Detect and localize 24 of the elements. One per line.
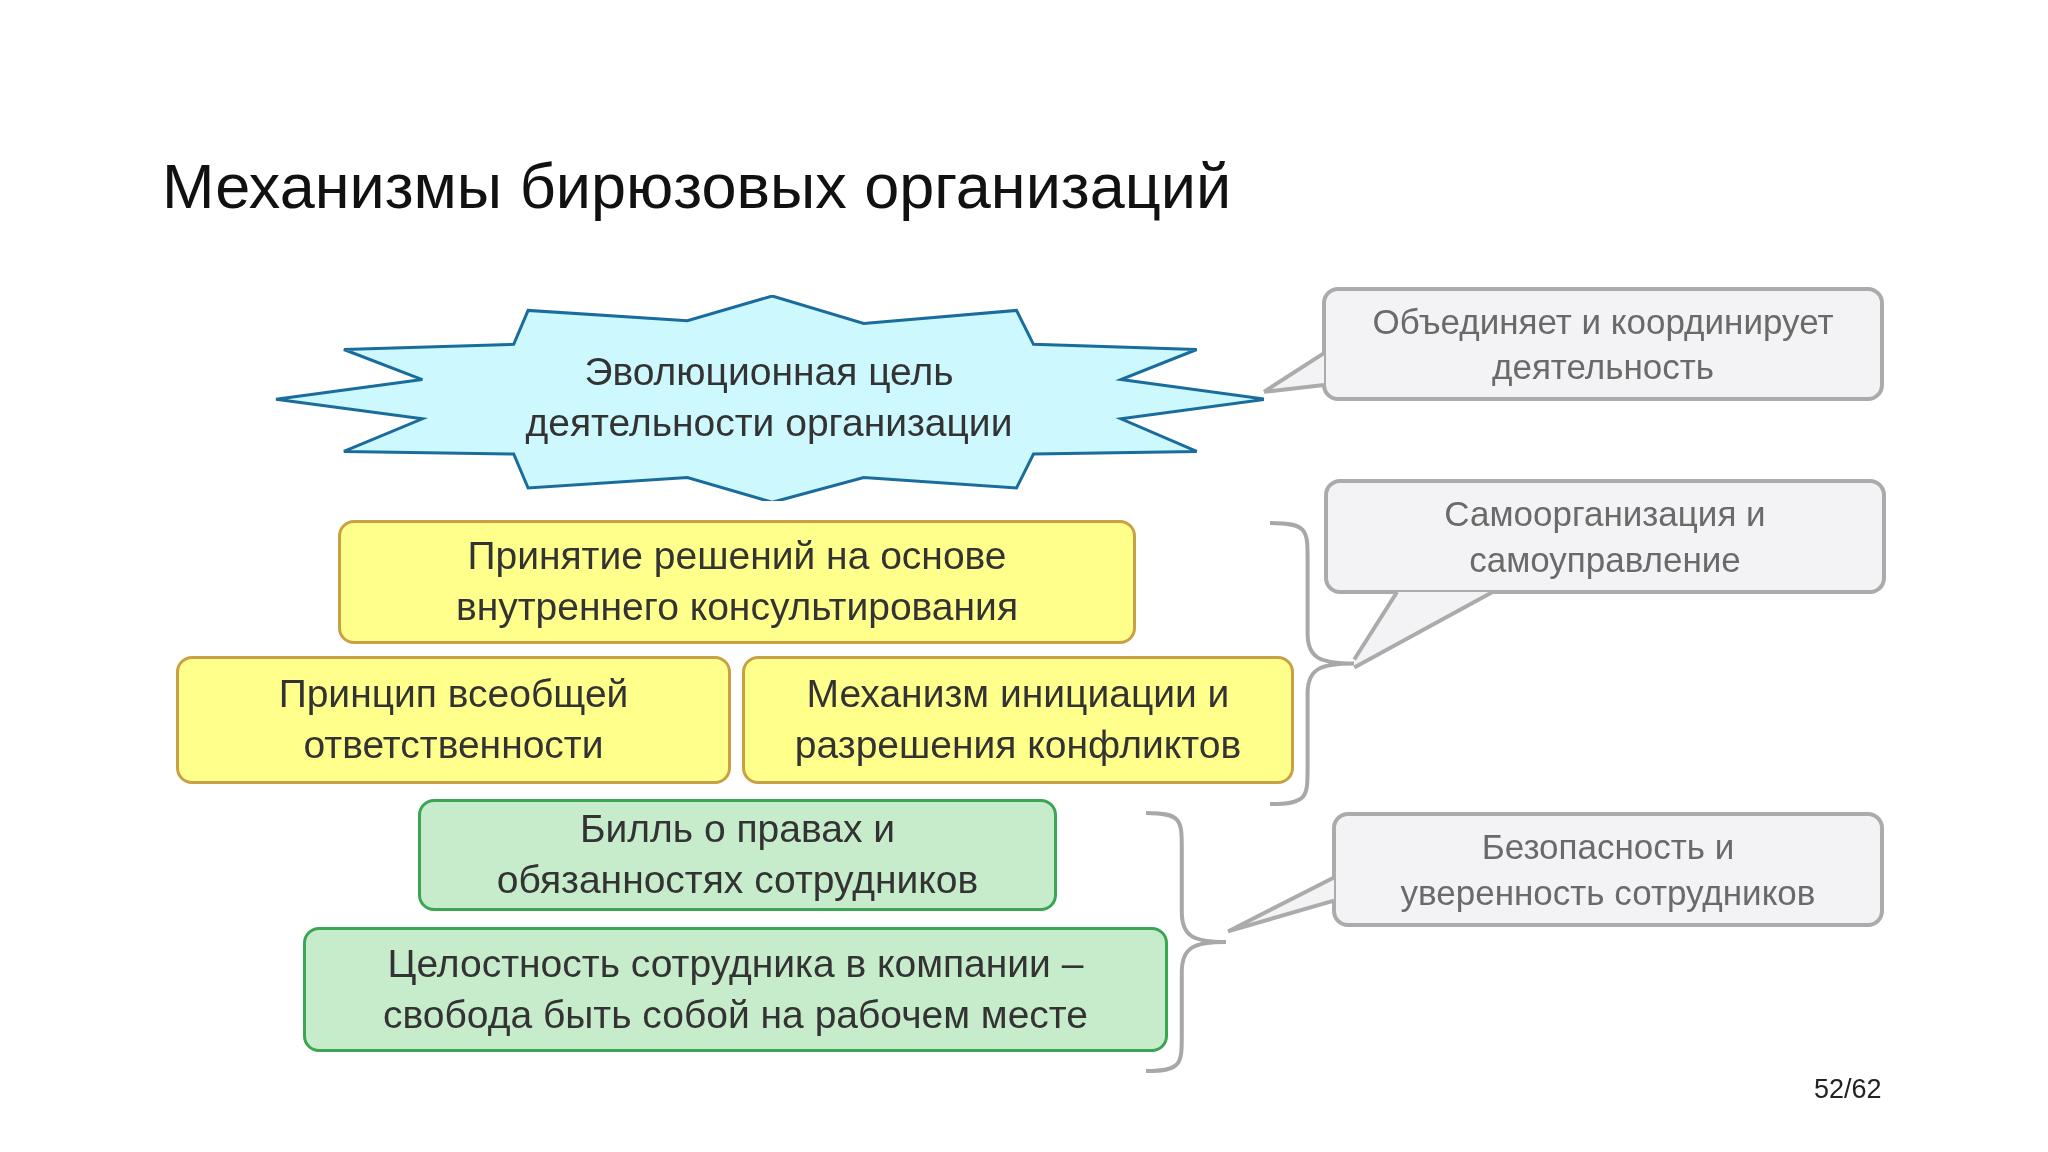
callout-tail xyxy=(1352,590,1495,670)
callout-tail xyxy=(1226,875,1336,934)
page-number: 52/62 xyxy=(1814,1074,1882,1105)
node-text: Целостность сотрудника в компании – свобода быть собой на рабочем месте xyxy=(382,940,1089,1038)
callout-bubble xyxy=(1322,287,1884,401)
node-text: Эволюционная цель деятельности организации xyxy=(524,349,1014,446)
node-text: Принятие решений на основе внутреннего консультирования xyxy=(455,533,1019,630)
node-text: Билль о правах и обязанностях сотрудников xyxy=(495,806,980,903)
slide-title: Механизмы бирюзовых организаций xyxy=(162,150,1232,222)
callout-bubble xyxy=(1332,812,1884,927)
starburst-shape xyxy=(274,295,1264,501)
process-box xyxy=(303,927,1168,1052)
node-text: Механизм инициации и разрешения конфликтов xyxy=(793,671,1243,768)
node-text: Безопасность и уверенность сотрудников xyxy=(1399,826,1817,914)
node-text: Объединяет и координирует деятельность xyxy=(1371,300,1835,388)
node-text: Принцип всеобщей ответственности xyxy=(277,671,630,768)
process-box xyxy=(742,656,1294,784)
curly-brace xyxy=(1268,520,1356,807)
node-text: Самоорганизация и самоуправление xyxy=(1443,493,1767,581)
callout-tail xyxy=(1262,351,1326,394)
process-box xyxy=(338,520,1136,644)
process-box xyxy=(418,799,1057,911)
process-box xyxy=(176,656,731,784)
curly-brace xyxy=(1144,810,1228,1074)
